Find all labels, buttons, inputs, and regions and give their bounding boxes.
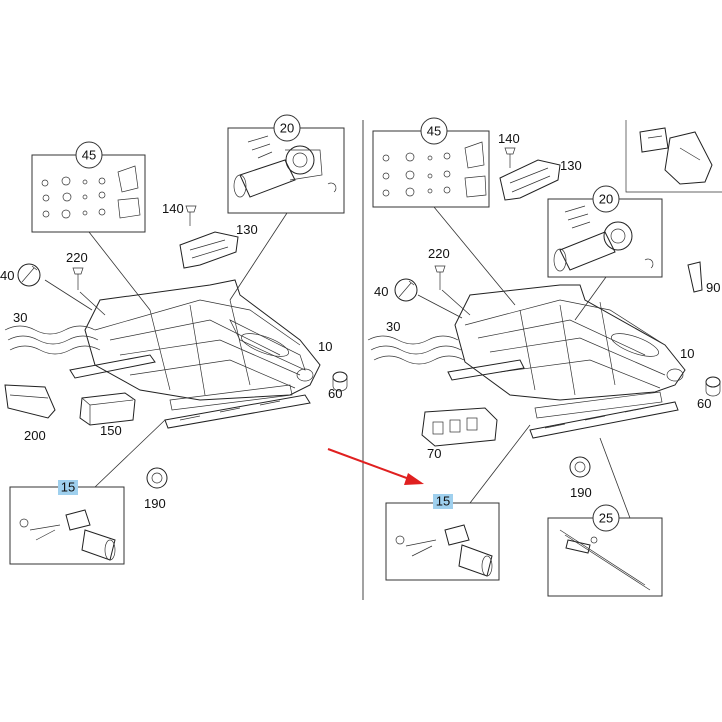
left-wrench-icon bbox=[17, 263, 41, 287]
right-label-140: 140 bbox=[498, 131, 520, 146]
left-callout-20: 20 bbox=[280, 121, 294, 136]
right-label-130: 130 bbox=[560, 158, 582, 173]
left-label-10: 10 bbox=[318, 339, 332, 354]
right-label-190: 190 bbox=[570, 485, 592, 500]
left-motor-20 bbox=[233, 135, 337, 198]
left-small-hardware-45 bbox=[41, 165, 141, 219]
right-motor-15 bbox=[395, 524, 493, 577]
right-seat-switch bbox=[639, 127, 713, 185]
right-label-40: 40 bbox=[374, 284, 388, 299]
right-bolt-140 bbox=[504, 147, 516, 168]
left-callout-15-highlight bbox=[58, 480, 78, 495]
left-label-140: 140 bbox=[162, 201, 184, 216]
left-callout-20-circle bbox=[273, 114, 301, 142]
left-seat-frame bbox=[84, 279, 321, 401]
right-box-15 bbox=[385, 502, 500, 581]
left-label-40: 40 bbox=[0, 268, 14, 283]
left-label-150: 150 bbox=[100, 423, 122, 438]
red-arrow bbox=[327, 448, 424, 485]
right-callout-45-circle bbox=[420, 117, 448, 145]
left-callout-15: 15 bbox=[61, 480, 75, 495]
right-label-30: 30 bbox=[386, 319, 400, 334]
right-callout-45: 45 bbox=[427, 124, 441, 139]
right-diagram: 45 140 130 20 220 bbox=[367, 117, 722, 597]
right-cover-130 bbox=[499, 159, 561, 201]
right-label-90: 90 bbox=[706, 280, 720, 295]
right-module-70 bbox=[421, 407, 498, 447]
left-label-130: 130 bbox=[236, 222, 258, 237]
right-springs-30 bbox=[367, 335, 465, 365]
left-label-200: 200 bbox=[24, 428, 46, 443]
left-cover-130 bbox=[179, 231, 239, 269]
right-callout-20: 20 bbox=[599, 192, 613, 207]
left-diagram: 45 20 140 130 220 40 bbox=[0, 114, 348, 565]
right-screw-220 bbox=[434, 265, 446, 290]
right-switch-frame bbox=[625, 120, 722, 193]
left-label-220: 220 bbox=[66, 250, 88, 265]
left-module-150 bbox=[79, 392, 136, 426]
left-seat-rails bbox=[69, 354, 311, 429]
left-callout-45: 45 bbox=[82, 148, 96, 163]
right-seat-frame bbox=[454, 284, 686, 401]
right-callout-15-highlight bbox=[433, 494, 453, 509]
left-screw-220 bbox=[72, 267, 84, 290]
left-bushing-60 bbox=[332, 371, 348, 392]
right-callout-25-circle bbox=[592, 504, 620, 532]
right-label-10: 10 bbox=[680, 346, 694, 361]
right-small-hardware-45 bbox=[382, 141, 487, 198]
right-label-60: 60 bbox=[697, 396, 711, 411]
right-callout-15: 15 bbox=[436, 494, 450, 509]
left-actuator-190 bbox=[146, 467, 168, 489]
left-label-190: 190 bbox=[144, 496, 166, 511]
right-bracket-90 bbox=[687, 261, 703, 293]
right-leader-lines bbox=[417, 206, 631, 519]
left-leader-lines bbox=[44, 212, 288, 488]
right-seat-rails bbox=[447, 359, 679, 439]
right-wrench-icon bbox=[394, 278, 418, 302]
left-label-30: 30 bbox=[13, 310, 27, 325]
left-motor-15 bbox=[19, 509, 116, 561]
left-callout-45-circle bbox=[75, 141, 103, 169]
left-springs-30 bbox=[4, 325, 101, 355]
right-bushing-60 bbox=[705, 376, 721, 397]
left-trim-200 bbox=[4, 384, 56, 419]
left-bolt-140 bbox=[185, 205, 197, 226]
left-label-60: 60 bbox=[328, 386, 342, 401]
right-callout-20-circle bbox=[592, 185, 620, 213]
right-label-70: 70 bbox=[427, 446, 441, 461]
right-label-220: 220 bbox=[428, 246, 450, 261]
right-motor-20 bbox=[553, 205, 654, 272]
right-cable-25 bbox=[559, 529, 651, 591]
right-actuator-190 bbox=[569, 456, 591, 478]
right-callout-25: 25 bbox=[599, 511, 613, 526]
